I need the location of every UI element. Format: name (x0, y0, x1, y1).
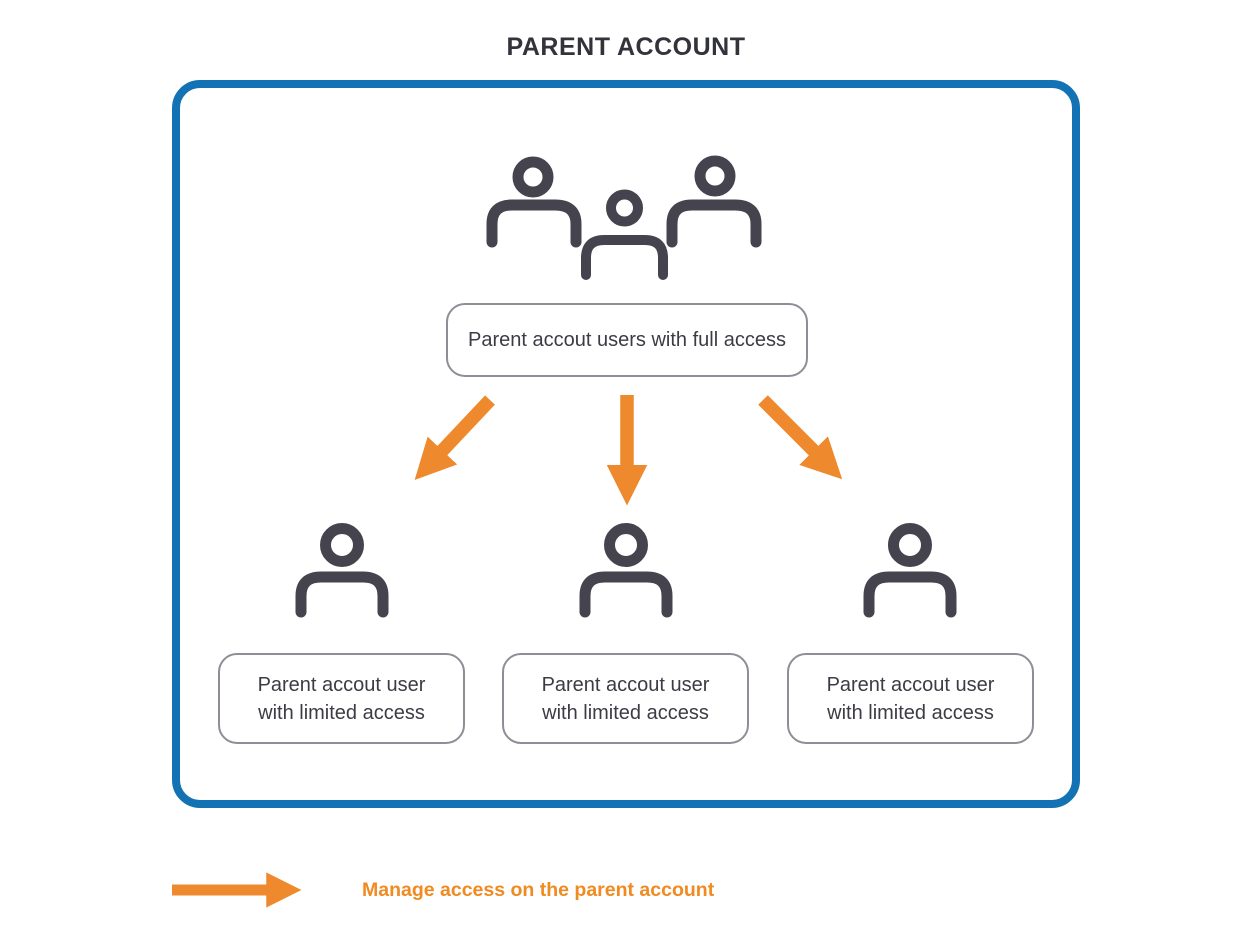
right-arrow-icon (172, 872, 302, 908)
limited-access-label-line2: with limited access (542, 701, 709, 724)
limited-access-label-line1: Parent accout user (257, 673, 426, 696)
full-access-node: Parent accout users with full access (446, 303, 808, 377)
limited-access-label-line2: with limited access (827, 701, 994, 724)
limited-access-label-line2: with limited access (258, 701, 425, 724)
user-icon (295, 523, 389, 618)
down-left-arrow-icon (414, 395, 495, 481)
users-group-icon (486, 155, 762, 280)
manage-access-arrows (414, 395, 843, 506)
down-right-arrow-icon (758, 395, 843, 480)
limited-access-label-line1: Parent accout user (826, 673, 995, 696)
legend-label: Manage access on the parent account (362, 879, 715, 901)
page-title: PARENT ACCOUNT (506, 33, 746, 61)
user-icon (863, 523, 957, 618)
limited-access-node: Parent accout user with limited access (218, 653, 465, 744)
limited-access-node: Parent accout user with limited access (787, 653, 1034, 744)
user-icon (579, 523, 673, 618)
limited-access-node: Parent accout user with limited access (502, 653, 749, 744)
limited-access-label-line1: Parent accout user (541, 673, 710, 696)
full-access-node-label: Parent accout users with full access (468, 329, 786, 351)
